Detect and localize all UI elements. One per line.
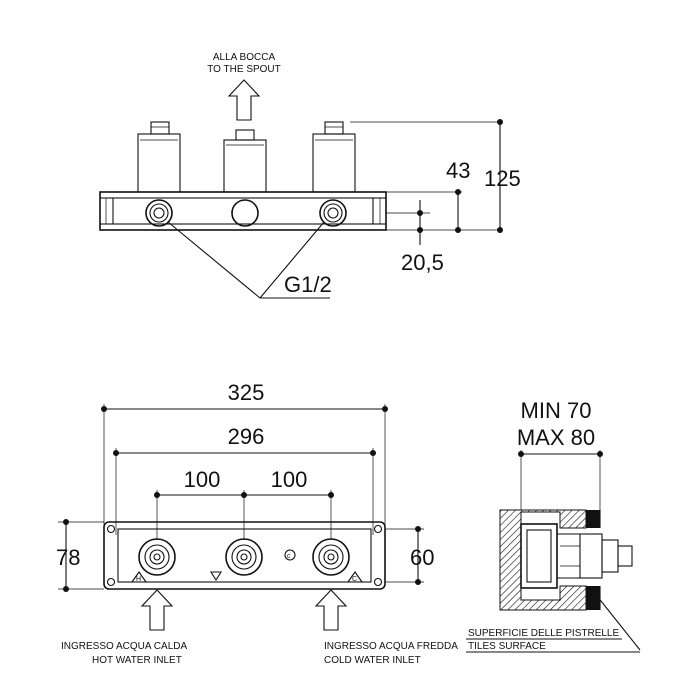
tiles-label-it: SUPERFICIE DELLE PISTRELLE <box>468 628 619 639</box>
thread-label: G1/2 <box>284 272 332 297</box>
dim-78: 78 <box>56 545 80 570</box>
cartridge-center <box>223 129 267 193</box>
mounting-plate <box>103 521 386 590</box>
spout-label-it: ALLA BOCCA <box>213 52 276 63</box>
hot-inlet-arrow-icon <box>140 589 174 631</box>
max-depth-label: MAX 80 <box>517 425 595 450</box>
cold-marker-icon: C <box>346 571 364 583</box>
cold-inlet-arrow-icon <box>314 589 348 631</box>
wall-section <box>499 509 601 611</box>
hot-inlet-label-it: INGRESSO ACQUA CALDA <box>61 641 187 652</box>
svg-text:C: C <box>352 576 357 583</box>
cartridge-left <box>137 121 181 193</box>
dim-60: 60 <box>410 545 434 570</box>
svg-text:c: c <box>287 553 291 560</box>
hot-inlet-top <box>145 199 173 227</box>
valve-body-top <box>99 191 387 231</box>
cold-inlet-label-en: COLD WATER INLET <box>324 655 421 666</box>
front-view: 325 296 100 100 78 60 <box>56 380 458 666</box>
thread-leader <box>167 221 330 299</box>
dimension-lines-top <box>350 119 503 245</box>
dim-100-right: 100 <box>271 467 308 492</box>
dim-20-5: 20,5 <box>401 250 444 275</box>
dim-43: 43 <box>446 158 470 183</box>
cold-valve-front <box>312 538 350 576</box>
cold-inlet-label-it: INGRESSO ACQUA FREDDA <box>324 641 458 652</box>
logo-icon: c <box>284 549 296 561</box>
svg-text:H: H <box>136 576 141 583</box>
tiles-leader <box>466 595 641 653</box>
dim-296: 296 <box>228 424 265 449</box>
dim-100-left: 100 <box>184 467 221 492</box>
hot-valve-front <box>138 538 176 576</box>
hot-inlet-label-en: HOT WATER INLET <box>92 655 182 666</box>
tiles-label-en: TILES SURFACE <box>468 641 546 652</box>
depth-dimension <box>518 450 603 510</box>
hot-marker-icon: H <box>130 571 148 583</box>
dim-125: 125 <box>484 166 521 191</box>
diverter-marker-icon <box>210 571 222 582</box>
valve-body-side <box>520 523 633 589</box>
diverter-valve-front <box>225 538 263 576</box>
min-depth-label: MIN 70 <box>521 398 592 423</box>
side-view: MIN 70 MAX 80 <box>466 398 641 653</box>
outlet-top <box>231 199 259 227</box>
spout-label-en: TO THE SPOUT <box>207 64 281 75</box>
cartridge-right <box>312 121 356 193</box>
top-view: ALLA BOCCA TO THE SPOUT <box>99 52 521 299</box>
cold-inlet-top <box>319 199 347 227</box>
spout-arrow-icon <box>227 79 261 121</box>
dim-325: 325 <box>228 380 265 405</box>
